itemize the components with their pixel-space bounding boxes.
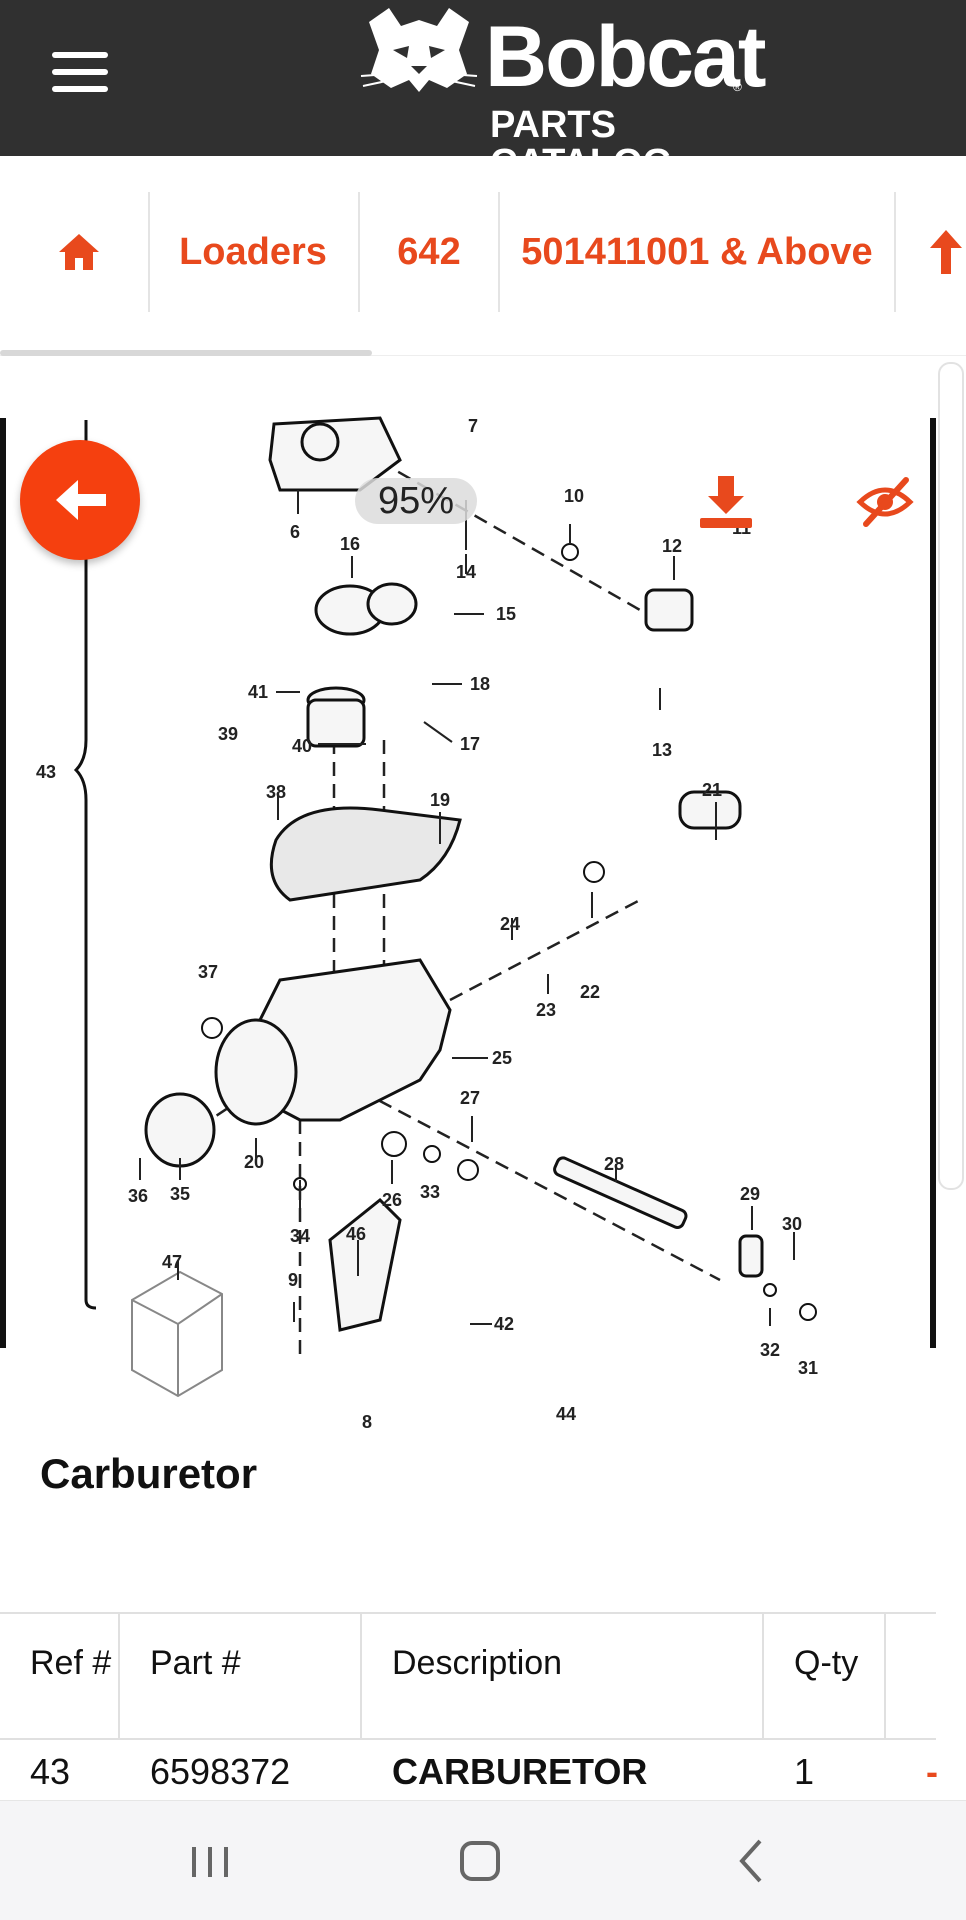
- part-title: Carburetor: [40, 1450, 258, 1497]
- crumb-serial-range[interactable]: 501411001 & Above: [521, 230, 873, 273]
- zoom-level: 95%: [355, 478, 477, 524]
- callout-15[interactable]: 15: [496, 604, 516, 624]
- callout-14[interactable]: 14: [456, 562, 476, 582]
- callout-35[interactable]: 35: [170, 1184, 190, 1204]
- back-button[interactable]: [20, 440, 140, 560]
- callout-21[interactable]: 21: [702, 780, 722, 800]
- column-divider: [884, 1614, 886, 1738]
- callout-20[interactable]: 20: [244, 1152, 264, 1172]
- callout-13[interactable]: 13: [652, 740, 672, 760]
- recent-apps-button[interactable]: [170, 1831, 250, 1891]
- cell-ref: 43: [30, 1751, 71, 1792]
- header-qty: Q-ty: [794, 1644, 859, 1682]
- bobcat-logo: Bobcat ® PARTS CATALOG: [355, 0, 775, 182]
- download-button[interactable]: [696, 474, 756, 530]
- breadcrumb: Loaders 642 501411001 & Above: [0, 156, 966, 356]
- callout-26[interactable]: 26: [382, 1190, 402, 1210]
- callout-32[interactable]: 32: [760, 1340, 780, 1360]
- callout-40[interactable]: 40: [292, 736, 312, 756]
- bobcat-head-icon: [360, 8, 478, 92]
- callout-17[interactable]: 17: [460, 734, 480, 754]
- hide-diagram-button[interactable]: [856, 474, 914, 528]
- callout-42[interactable]: 42: [494, 1314, 514, 1334]
- header-description: Description: [392, 1644, 563, 1682]
- download-icon: [700, 476, 752, 528]
- parts-table: Ref # Part # Description Q-ty 43 6598372…: [0, 1612, 938, 1802]
- callout-25[interactable]: 25: [492, 1048, 512, 1068]
- cell-description: CARBURETOR: [392, 1751, 648, 1792]
- callout-7[interactable]: 7: [468, 416, 478, 436]
- crumb-divider: [148, 192, 150, 312]
- system-nav-bar: [0, 1800, 966, 1920]
- callout-44[interactable]: 44: [556, 1404, 576, 1424]
- callout-37[interactable]: 37: [198, 962, 218, 982]
- chevron-left-icon: [739, 1839, 762, 1883]
- crumb-divider: [894, 192, 896, 312]
- diagram-scrollbar[interactable]: [938, 362, 964, 1190]
- callout-10[interactable]: 10: [564, 486, 584, 506]
- app-header: Bobcat ® PARTS CATALOG: [0, 0, 966, 182]
- callout-30[interactable]: 30: [782, 1214, 802, 1234]
- breadcrumb-scrollbar[interactable]: [0, 350, 372, 356]
- column-divider: [360, 1614, 362, 1738]
- column-divider: [118, 1614, 120, 1738]
- callout-16[interactable]: 16: [340, 534, 360, 554]
- home-nav-button[interactable]: [440, 1831, 520, 1891]
- arrow-up-icon: [930, 230, 962, 274]
- header-ref: Ref #: [30, 1644, 112, 1682]
- header-part-number: Part #: [150, 1644, 241, 1682]
- crumb-divider: [498, 192, 500, 312]
- arrow-left-icon: [56, 480, 106, 520]
- brand-name: Bobcat: [485, 9, 766, 105]
- callout-9[interactable]: 9: [288, 1270, 298, 1290]
- home-icon: [59, 234, 99, 270]
- callout-31[interactable]: 31: [798, 1358, 818, 1378]
- parts-diagram[interactable]: 6 7 8 9 10 11 12 13 14 15 16 17 18 19 20…: [0, 360, 936, 1440]
- eye-off-icon: [856, 477, 914, 527]
- callout-34[interactable]: 34: [290, 1226, 310, 1246]
- callout-18[interactable]: 18: [470, 674, 490, 694]
- crumb-next[interactable]: [928, 192, 966, 312]
- carburetor-exploded-view: 6 7 8 9 10 11 12 13 14 15 16 17 18 19 20…: [0, 416, 936, 1432]
- cell-qty: 1: [794, 1751, 815, 1792]
- home-crumb[interactable]: [44, 192, 114, 312]
- callout-12[interactable]: 12: [662, 536, 682, 556]
- hamburger-menu-icon[interactable]: [52, 52, 108, 92]
- callout-19[interactable]: 19: [430, 790, 450, 810]
- callout-8[interactable]: 8: [362, 1412, 372, 1432]
- callout-47[interactable]: 47: [162, 1252, 182, 1272]
- callout-36[interactable]: 36: [128, 1186, 148, 1206]
- cell-part-number[interactable]: 6598372: [150, 1751, 291, 1792]
- back-nav-button[interactable]: [712, 1831, 792, 1891]
- table-divider: [0, 1738, 936, 1740]
- callout-22[interactable]: 22: [580, 982, 600, 1002]
- callout-24[interactable]: 24: [500, 914, 520, 934]
- crumb-model[interactable]: 642: [397, 230, 461, 273]
- column-divider: [762, 1614, 764, 1738]
- crumb-loaders[interactable]: Loaders: [179, 230, 327, 273]
- callout-6[interactable]: 6: [290, 522, 300, 542]
- registered-mark: ®: [733, 80, 742, 94]
- callout-27[interactable]: 27: [460, 1088, 480, 1108]
- callout-23[interactable]: 23: [536, 1000, 556, 1020]
- callout-39[interactable]: 39: [218, 724, 238, 744]
- row-action-icon[interactable]: -: [926, 1751, 938, 1792]
- callout-29[interactable]: 29: [740, 1184, 760, 1204]
- callout-33[interactable]: 33: [420, 1182, 440, 1202]
- recents-icon: [192, 1847, 228, 1877]
- callout-46[interactable]: 46: [346, 1224, 366, 1244]
- callout-38[interactable]: 38: [266, 782, 286, 802]
- crumb-divider: [358, 192, 360, 312]
- callout-43[interactable]: 43: [36, 762, 56, 782]
- home-nav-icon: [460, 1841, 500, 1881]
- callout-41[interactable]: 41: [248, 682, 268, 702]
- callout-28[interactable]: 28: [604, 1154, 624, 1174]
